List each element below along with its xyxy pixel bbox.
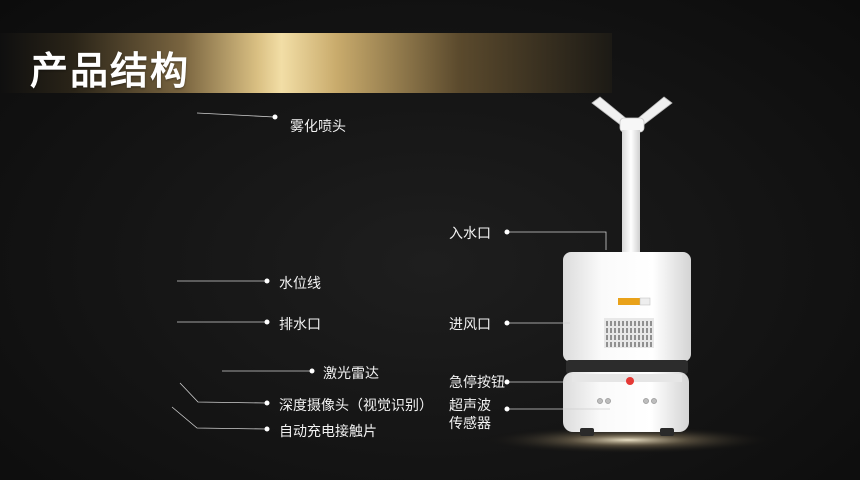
tank-body [563, 252, 691, 362]
label-water-inlet: 入水口 [449, 226, 491, 242]
spray-pole [622, 130, 640, 254]
label-spray-nozzle: 雾化喷头 [290, 119, 346, 135]
label-air-inlet: 进风口 [449, 317, 491, 333]
label-ultrasonic-line2: 传感器 [449, 416, 491, 432]
label-lidar: 激光雷达 [323, 366, 379, 382]
wheel-left [580, 428, 594, 436]
label-depth-camera: 深度摄像头（视觉识别） [279, 398, 433, 414]
emergency-stop-button [626, 377, 634, 385]
air-vent-grill [604, 318, 654, 348]
label-charging-contact: 自动充电接触片 [279, 424, 377, 440]
label-drain: 排水口 [279, 317, 321, 333]
wheel-right [660, 428, 674, 436]
ultrasonic-sensors [597, 398, 657, 404]
floor-glow [478, 426, 778, 454]
label-water-level: 水位线 [279, 276, 321, 292]
title-banner [0, 33, 612, 93]
robot-base [563, 372, 689, 432]
mid-band [566, 360, 688, 374]
warning-sticker [618, 298, 640, 305]
label-ultrasonic-line1: 超声波 [449, 398, 491, 414]
page-title: 产品结构 [30, 49, 191, 93]
label-emergency-stop: 急停按钮 [449, 375, 505, 391]
